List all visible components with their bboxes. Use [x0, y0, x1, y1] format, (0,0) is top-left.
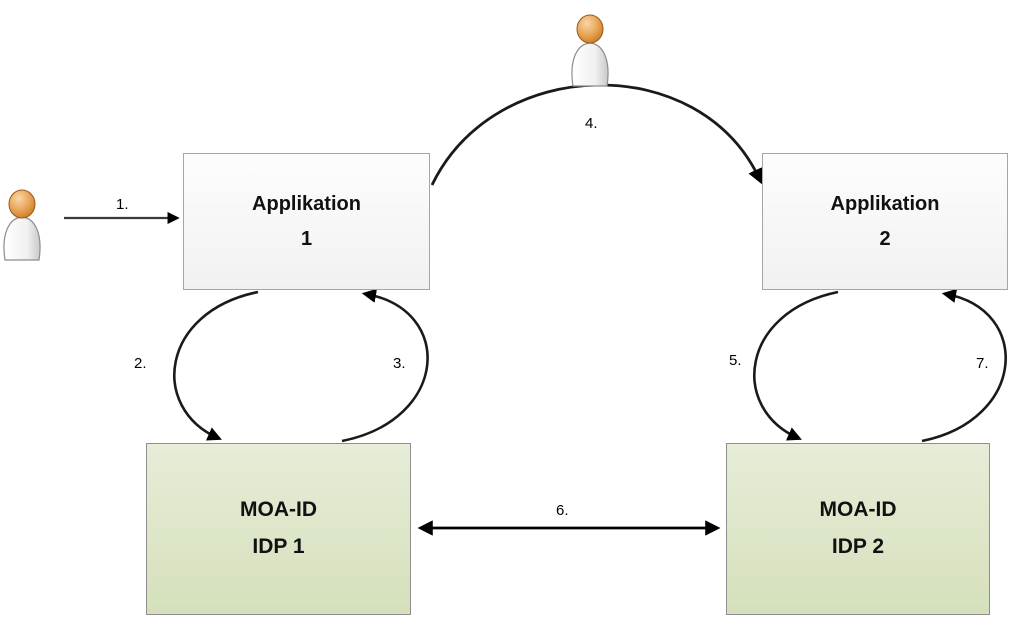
step-label-2: 2.	[134, 355, 147, 372]
step-label-1: 1.	[116, 196, 129, 213]
node-label: Applikation	[252, 192, 361, 215]
arrow-step-7	[921, 288, 1007, 443]
node-label: 1	[300, 227, 313, 250]
arrow-step-2	[173, 290, 259, 441]
step-label-5: 5.	[729, 352, 742, 369]
person-icon	[3, 189, 41, 261]
node-label: 2	[879, 227, 891, 250]
step-label-7: 7.	[976, 355, 989, 372]
node-label: MOA-ID	[240, 498, 317, 522]
person-icon	[571, 14, 609, 87]
node-label: MOA-ID	[819, 498, 897, 522]
node-moa-id-idp-2: MOA-ID IDP 2	[726, 443, 990, 615]
arrow-step-4	[430, 83, 763, 186]
arrow-step-5	[753, 290, 839, 441]
node-label: Applikation	[830, 192, 940, 215]
step-label-6: 6.	[556, 502, 569, 519]
node-applikation-2: Applikation 2	[762, 153, 1008, 290]
node-applikation-1: Applikation 1	[183, 153, 430, 290]
arrow-step-3	[341, 288, 429, 443]
node-moa-id-idp-1: MOA-ID IDP 1	[146, 443, 411, 615]
node-label: IDP 2	[831, 535, 885, 558]
step-label-4: 4.	[585, 115, 598, 132]
step-label-3: 3.	[393, 355, 406, 372]
node-label: IDP 1	[252, 535, 305, 558]
